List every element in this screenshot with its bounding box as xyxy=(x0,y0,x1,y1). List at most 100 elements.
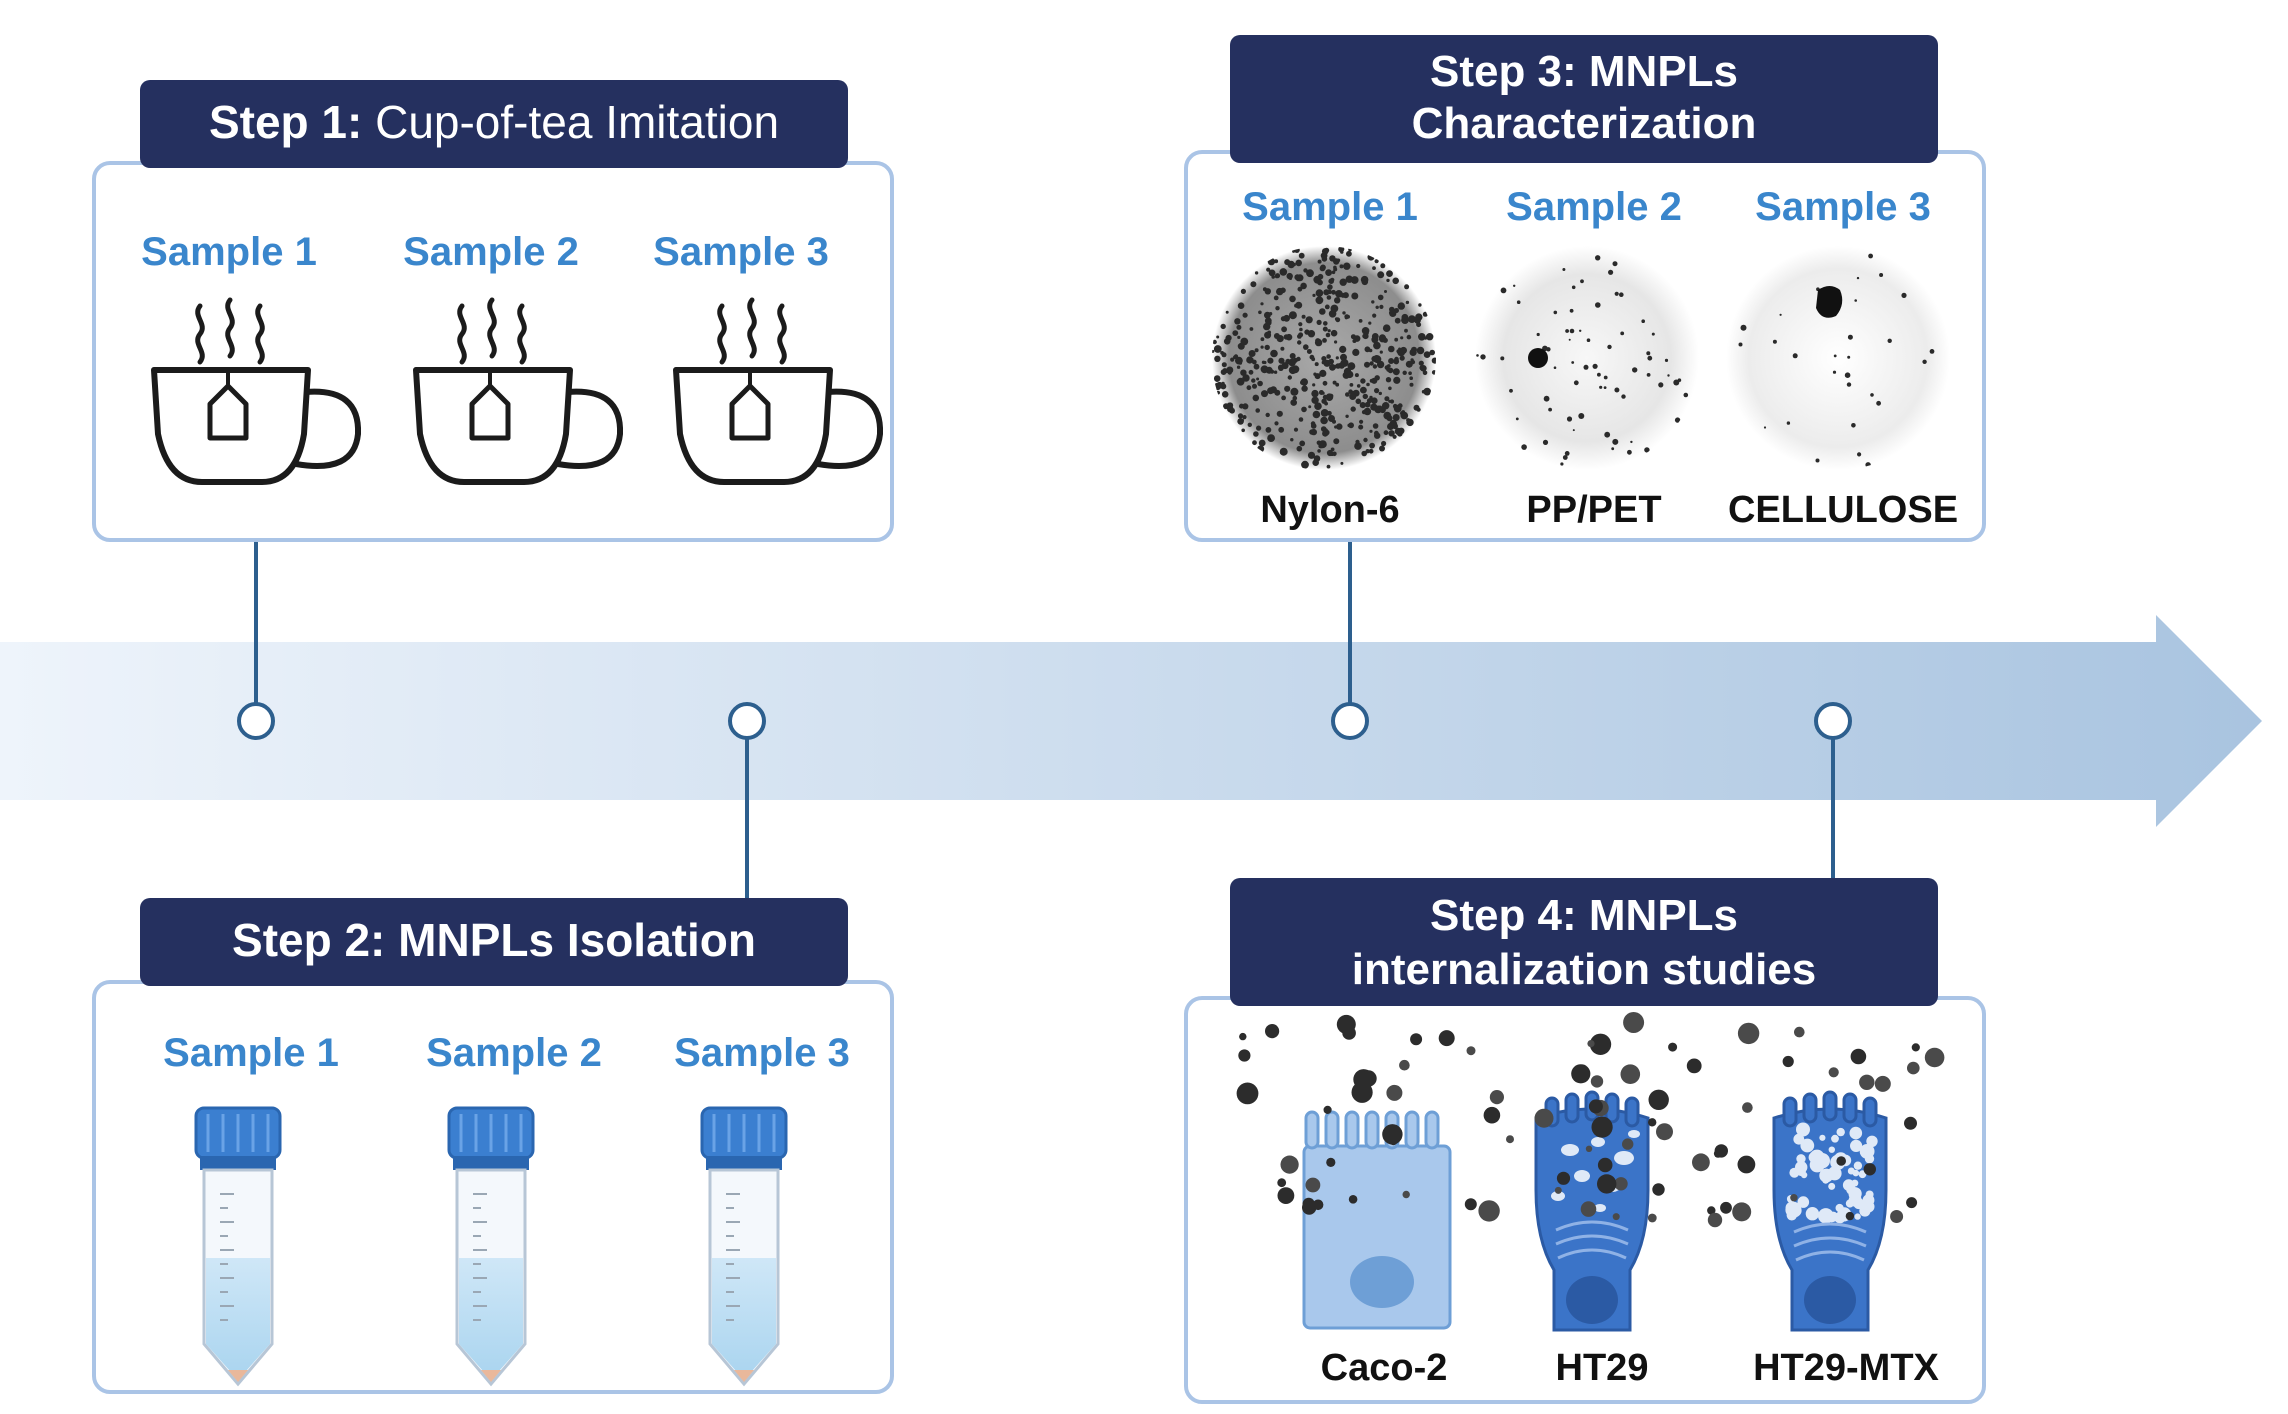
particle-icon xyxy=(1800,1138,1815,1153)
particle-icon xyxy=(1386,270,1393,277)
particle-icon xyxy=(1651,332,1655,336)
particle-icon xyxy=(1792,353,1798,359)
particle-icon xyxy=(1362,333,1369,340)
particle-icon xyxy=(1422,370,1428,376)
particle-icon xyxy=(1372,364,1378,369)
particle-icon xyxy=(1387,367,1394,374)
particle-icon xyxy=(1326,464,1331,469)
particle-icon xyxy=(1847,334,1853,340)
particle-icon xyxy=(1394,356,1399,362)
particle-icon xyxy=(1347,423,1351,428)
particle-icon xyxy=(1327,410,1332,416)
step1-sample-3: Sample 3 xyxy=(653,230,829,274)
particle-icon xyxy=(1620,1064,1641,1084)
particle-icon xyxy=(1630,440,1633,444)
particle-icon xyxy=(1352,348,1360,356)
particle-icon xyxy=(1868,253,1873,259)
particle-icon xyxy=(1267,330,1272,335)
particle-icon xyxy=(1327,329,1331,333)
particle-icon xyxy=(1330,329,1338,337)
particle-icon xyxy=(1794,1026,1805,1038)
particle-icon xyxy=(1386,415,1393,422)
particle-icon xyxy=(1500,287,1507,294)
particle-icon xyxy=(1379,304,1384,309)
particle-icon xyxy=(1568,338,1571,341)
particle-icon xyxy=(1388,430,1395,437)
particle-icon xyxy=(1418,360,1424,366)
particle-icon xyxy=(1828,1182,1836,1190)
particle-icon xyxy=(1345,392,1350,397)
particle-icon xyxy=(1315,338,1321,344)
particle-icon xyxy=(1648,1118,1657,1127)
particle-icon xyxy=(1379,445,1385,452)
particle-icon xyxy=(1264,317,1272,325)
particle-icon xyxy=(1646,373,1651,377)
particle-icon xyxy=(1377,271,1385,279)
particle-icon xyxy=(1310,423,1317,429)
particle-icon xyxy=(1242,415,1247,420)
particle-icon xyxy=(1790,1194,1798,1202)
particle-icon xyxy=(1865,1190,1874,1199)
particle-icon xyxy=(1586,338,1591,343)
particle-icon xyxy=(1388,345,1395,353)
particle-icon xyxy=(1579,329,1582,332)
particle-icon xyxy=(1220,323,1226,330)
particle-icon xyxy=(1386,364,1391,368)
particle-icon xyxy=(1307,330,1316,338)
particle-icon xyxy=(1870,393,1874,397)
particle-icon xyxy=(1553,310,1558,315)
particle-icon xyxy=(1312,293,1316,297)
particle-icon xyxy=(1300,380,1305,385)
particle-icon xyxy=(1267,434,1275,442)
particle-icon xyxy=(1371,300,1375,304)
particle-icon xyxy=(1388,399,1392,403)
particle-icon xyxy=(1779,313,1782,316)
material-pp-pet: PP/PET xyxy=(1526,489,1661,531)
particle-icon xyxy=(1287,375,1293,380)
particle-icon xyxy=(1351,292,1359,300)
particle-icon xyxy=(1225,310,1229,314)
particle-icon xyxy=(1369,395,1373,400)
particle-icon xyxy=(1291,365,1300,374)
particle-icon xyxy=(1713,1149,1723,1158)
particle-icon xyxy=(1320,264,1326,271)
particle-icon xyxy=(1418,303,1422,307)
particle-icon xyxy=(1595,302,1601,308)
particle-icon xyxy=(1674,417,1681,423)
particle-icon xyxy=(1364,346,1371,353)
particle-icon xyxy=(1328,278,1334,285)
particle-icon xyxy=(1305,1177,1321,1193)
particle-icon xyxy=(1360,275,1369,284)
particle-icon xyxy=(1580,1201,1597,1217)
particle-icon xyxy=(1420,365,1427,372)
particle-icon xyxy=(1707,1212,1723,1228)
particle-icon xyxy=(1333,364,1338,369)
step1-sample-1: Sample 1 xyxy=(141,230,317,274)
particle-icon xyxy=(1534,1108,1554,1128)
particle-icon xyxy=(1401,313,1409,321)
particle-icon xyxy=(1423,351,1431,358)
particle-icon xyxy=(1307,451,1316,459)
particle-icon xyxy=(1306,269,1314,278)
particle-icon xyxy=(1392,368,1400,376)
particle-icon xyxy=(1281,395,1286,401)
particle-icon xyxy=(1371,397,1378,405)
particle-icon xyxy=(1314,402,1322,411)
particle-icon xyxy=(1571,1064,1591,1084)
particle-icon xyxy=(1805,1207,1820,1221)
particle-icon xyxy=(1400,346,1407,354)
particle-icon xyxy=(1667,374,1670,377)
particle-icon xyxy=(1369,442,1375,449)
particle-icon xyxy=(1270,369,1275,374)
particle-icon xyxy=(1321,398,1327,404)
particle-icon xyxy=(1585,1145,1593,1153)
particle-icon xyxy=(1319,308,1326,315)
particle-icon xyxy=(1368,321,1372,325)
particle-icon xyxy=(1506,1135,1514,1144)
particle-icon xyxy=(1322,338,1327,343)
particle-icon xyxy=(1466,1046,1476,1056)
particle-icon xyxy=(1273,295,1279,301)
particle-icon xyxy=(1320,416,1328,425)
particle-icon xyxy=(1283,334,1290,340)
particle-icon xyxy=(1267,387,1275,395)
